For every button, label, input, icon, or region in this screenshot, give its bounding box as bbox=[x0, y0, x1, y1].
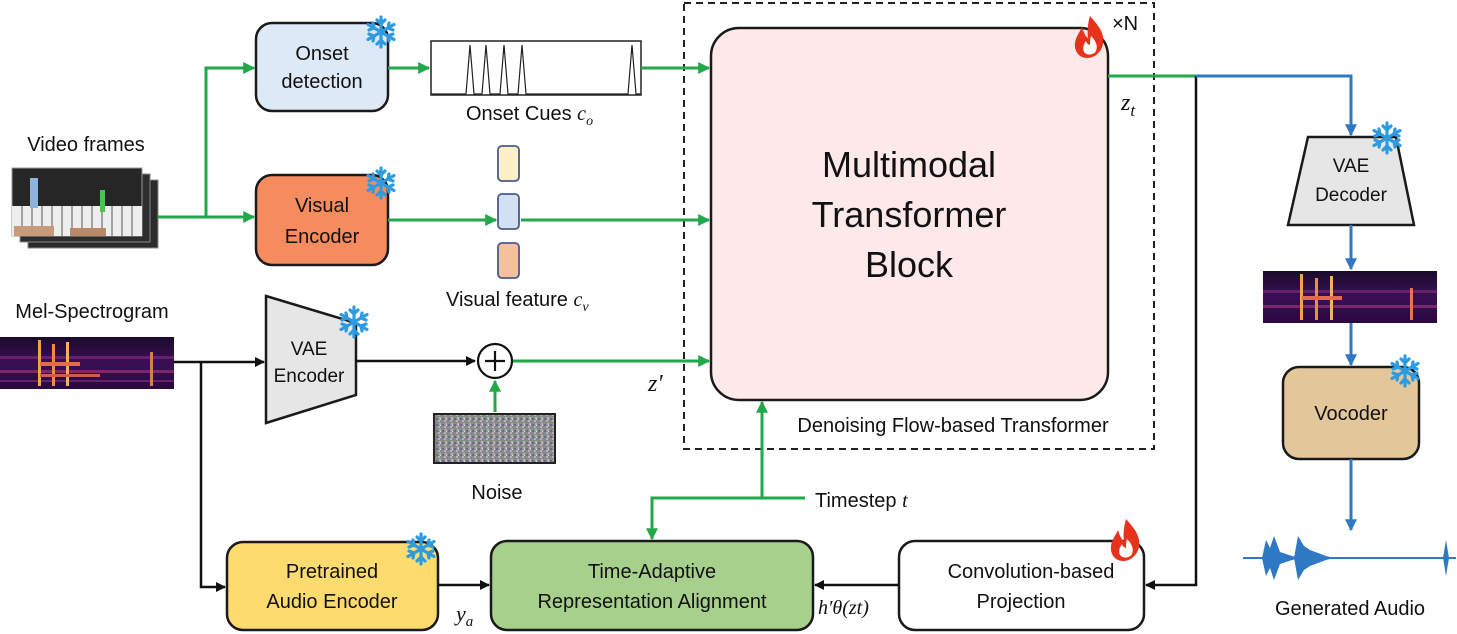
multimodal-transformer-block bbox=[709, 26, 1110, 402]
visual-encoder-line1: Visual bbox=[295, 195, 349, 217]
tara-line1: Time-Adaptive bbox=[588, 561, 716, 583]
timestep-label: Timestep t bbox=[815, 490, 908, 512]
onset-detection-line2: detection bbox=[281, 71, 362, 93]
vae-decoder-trapezoid bbox=[1286, 135, 1416, 227]
visual-encoder-box bbox=[254, 173, 390, 267]
visual-feature-label: Visual feature cv bbox=[446, 289, 589, 315]
vocoder-label: Vocoder bbox=[1314, 403, 1388, 425]
flame-icon bbox=[1110, 519, 1140, 561]
mel-spectrogram-group: Mel-Spectrogram bbox=[0, 301, 174, 389]
h-theta-label: h′θ(zt) bbox=[818, 597, 869, 619]
video-frames-stack bbox=[11, 167, 159, 249]
ya-label: ya bbox=[454, 601, 473, 630]
onset-detection-box bbox=[254, 21, 390, 113]
vae-encoder-line2: Encoder bbox=[274, 366, 345, 387]
vae-decoder-line2: Decoder bbox=[1315, 185, 1387, 206]
visual-encoder-line2: Encoder bbox=[285, 226, 360, 248]
mmt-line3: Block bbox=[865, 244, 954, 285]
projection-line1: Convolution-based bbox=[948, 561, 1115, 583]
zt-label: zt bbox=[1120, 90, 1136, 120]
projection-line2: Projection bbox=[977, 591, 1066, 613]
arrows bbox=[158, 62, 1357, 592]
audio-encoder-line1: Pretrained bbox=[286, 561, 378, 583]
video-frames-group: Video frames bbox=[11, 134, 159, 249]
z-prime-label: z′ bbox=[647, 371, 663, 397]
vae-encoder-trapezoid bbox=[264, 294, 358, 425]
noise-image bbox=[433, 413, 556, 464]
mel-spectrogram-image bbox=[0, 337, 174, 389]
mmt-line1: Multimodal bbox=[822, 144, 996, 185]
visual-feature-tokens bbox=[497, 145, 520, 279]
convolution-projection-box bbox=[897, 539, 1146, 632]
vae-encoder-line1: VAE bbox=[291, 339, 328, 360]
generated-audio-label: Generated Audio bbox=[1275, 598, 1425, 620]
time-adaptive-alignment-box bbox=[489, 539, 815, 632]
onset-detection-line1: Onset bbox=[295, 43, 349, 65]
flame-icon bbox=[1074, 16, 1104, 58]
denoising-container bbox=[683, 2, 1155, 450]
audio-encoder-line2: Audio Encoder bbox=[266, 591, 398, 613]
vae-decoder-line1: VAE bbox=[1333, 156, 1370, 177]
mmt-line2: Transformer bbox=[812, 194, 1007, 235]
pretrained-audio-encoder-box bbox=[225, 540, 440, 632]
onset-cues-plot bbox=[430, 40, 642, 96]
mel-spectrogram-label: Mel-Spectrogram bbox=[15, 301, 168, 323]
generated-audio-waveform bbox=[1243, 536, 1456, 580]
tara-line2: Representation Alignment bbox=[537, 591, 766, 613]
decoded-spectrogram-image bbox=[1263, 271, 1437, 323]
onset-cues-label: Onset Cues co bbox=[466, 103, 593, 129]
noise-label: Noise bbox=[471, 482, 522, 504]
plus-circle-icon bbox=[476, 342, 514, 380]
video-frames-label: Video frames bbox=[27, 134, 144, 156]
denoising-container-label: Denoising Flow-based Transformer bbox=[797, 415, 1109, 437]
repeat-n-label: ×N bbox=[1112, 13, 1138, 35]
